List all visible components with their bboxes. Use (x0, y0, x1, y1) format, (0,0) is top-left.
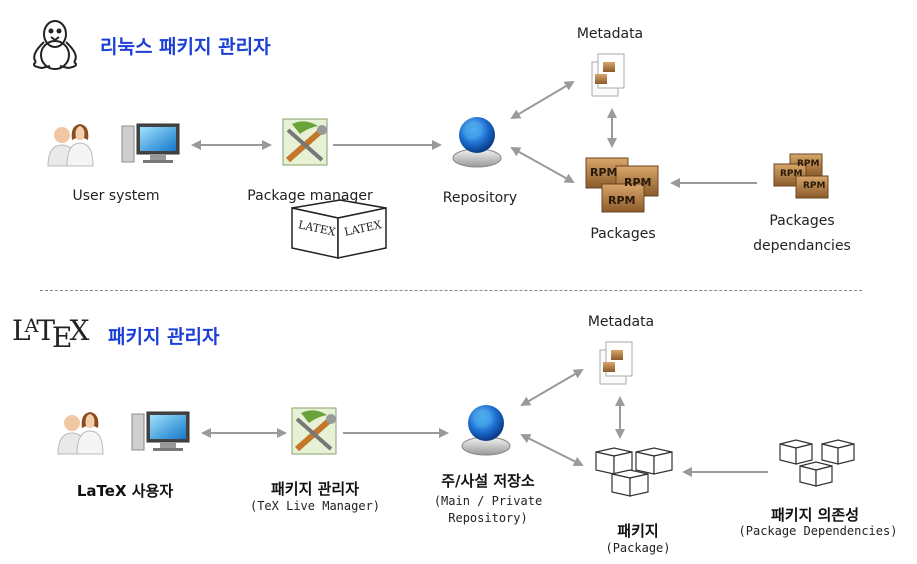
rpm-packages-icon (585, 157, 659, 213)
label-ko-deps: 패키지 의존성 (770, 506, 860, 524)
latex-deps-icon-b (779, 439, 855, 487)
users-icon-b (57, 412, 104, 455)
tux-icon (33, 20, 77, 70)
top-arrows (191, 80, 757, 188)
rpm-label-2: RPM (624, 176, 652, 189)
package-manager-icon (282, 118, 328, 166)
label-latex-user: LaTeX 사용자 (76, 482, 174, 500)
arrow-repo-metadata-b (520, 368, 584, 407)
label-repository: Repository (442, 190, 518, 206)
label-metadata-b: Metadata (587, 314, 655, 330)
latex-logo: LATEX (12, 314, 90, 354)
rpm-dep-label-2: RPM (780, 169, 803, 179)
logo-a: A (24, 315, 39, 337)
logo-t: T (36, 314, 56, 347)
label-deps-line1: Packages (769, 213, 835, 229)
latex-packages-icon-b (595, 447, 673, 497)
latex-cube-icon (291, 199, 387, 259)
label-packages: Packages (590, 226, 656, 242)
label-ko-package-sub: (Package) (605, 541, 671, 555)
arrow-repo-packages (510, 147, 575, 183)
computer-icon-b (131, 411, 190, 451)
rpm-dep-label-1: RPM (797, 159, 820, 169)
metadata-icon-b (599, 341, 633, 385)
label-package-manager: Package manager (247, 188, 373, 204)
logo-e: E (52, 321, 73, 354)
top-title: 리눅스 패키지 관리자 (100, 36, 271, 58)
label-ko-repo-sub1: (Main / Private (433, 494, 543, 508)
rpm-deps-icon (773, 153, 829, 199)
label-ko-manager-sub: (TeX Live Manager) (249, 499, 381, 513)
rpm-label-3: RPM (608, 194, 636, 207)
label-ko-deps-sub: (Package Dependencies) (738, 524, 898, 538)
repository-icon-b (461, 405, 511, 456)
label-user-system: User system (72, 188, 160, 204)
computer-icon (121, 123, 180, 163)
logo-x: X (69, 314, 90, 347)
rpm-label-1: RPM (590, 166, 618, 179)
label-metadata: Metadata (576, 26, 644, 42)
metadata-icon (591, 53, 625, 97)
users-icon (47, 124, 94, 167)
repository-icon (452, 117, 502, 168)
label-deps-line2: dependancies (753, 238, 851, 254)
package-manager-icon-b (291, 407, 337, 455)
bottom-arrows (201, 368, 768, 477)
label-ko-manager: 패키지 관리자 (270, 480, 360, 498)
bottom-title: 패키지 관리자 (108, 326, 220, 348)
label-ko-repo: 주/사설 저장소 (441, 472, 535, 490)
arrow-repo-packages-b (520, 434, 584, 466)
label-ko-package: 패키지 (617, 522, 659, 540)
logo-l: L (12, 314, 31, 347)
rpm-dep-label-3: RPM (803, 181, 826, 191)
arrow-repo-metadata (510, 80, 575, 120)
section-divider (40, 290, 862, 291)
label-ko-repo-sub2: Repository) (448, 511, 528, 525)
